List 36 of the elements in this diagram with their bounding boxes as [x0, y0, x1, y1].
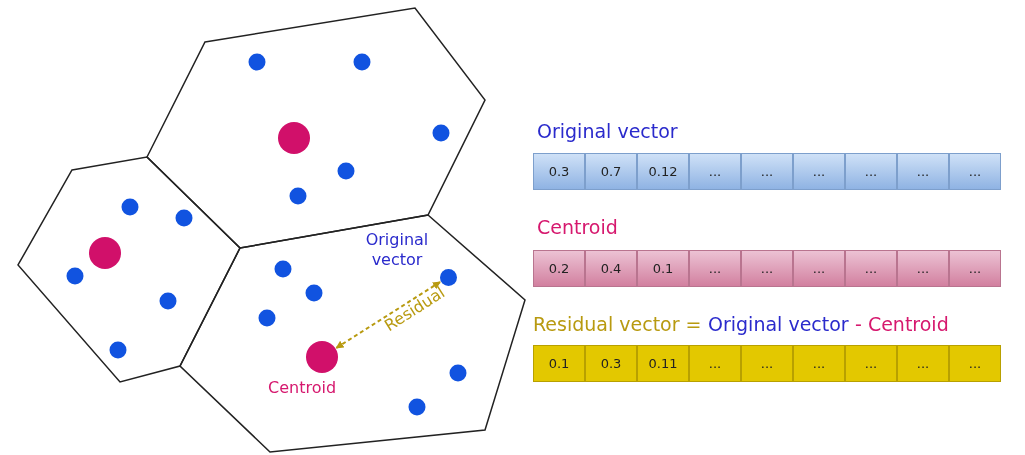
vector-cell: ...: [793, 153, 845, 190]
vector-cell: ...: [897, 153, 949, 190]
vector-cell: 0.2: [533, 250, 585, 287]
vector-cell: 0.11: [637, 345, 689, 382]
vector-cell: 0.3: [585, 345, 637, 382]
vector-cell: 0.3: [533, 153, 585, 190]
vector-cell: ...: [845, 153, 897, 190]
centroid-point: [306, 341, 338, 373]
vector-cell: ...: [741, 153, 793, 190]
vector-heading: Residual vector =: [533, 313, 702, 335]
vector-heading: Centroid: [537, 216, 618, 238]
vector-cell: ...: [845, 250, 897, 287]
vector-cell: 0.1: [533, 345, 585, 382]
vector-heading: - Centroid: [855, 313, 949, 335]
vector-cell: ...: [689, 345, 741, 382]
vector-cell: ...: [793, 250, 845, 287]
vector-cell: 0.4: [585, 250, 637, 287]
vector-cell: ...: [741, 250, 793, 287]
vector-heading: Original vector: [537, 120, 678, 142]
point-label: Original vector: [364, 230, 430, 270]
vector-cell: ...: [793, 345, 845, 382]
vector-cell: 0.12: [637, 153, 689, 190]
vector-cell: ...: [845, 345, 897, 382]
centroid-label: Centroid: [268, 378, 337, 398]
data-point: [439, 268, 457, 286]
vector-cell: ...: [897, 345, 949, 382]
vector-cell: 0.1: [637, 250, 689, 287]
vector-cell: ...: [689, 153, 741, 190]
vector-cell: ...: [949, 153, 1001, 190]
vector-cell: ...: [741, 345, 793, 382]
vector-cell: 0.7: [585, 153, 637, 190]
vector-cell: ...: [897, 250, 949, 287]
vector-heading: Original vector: [708, 313, 849, 335]
vector-cell: ...: [949, 250, 1001, 287]
vector-cell: ...: [949, 345, 1001, 382]
vector-cell: ...: [689, 250, 741, 287]
